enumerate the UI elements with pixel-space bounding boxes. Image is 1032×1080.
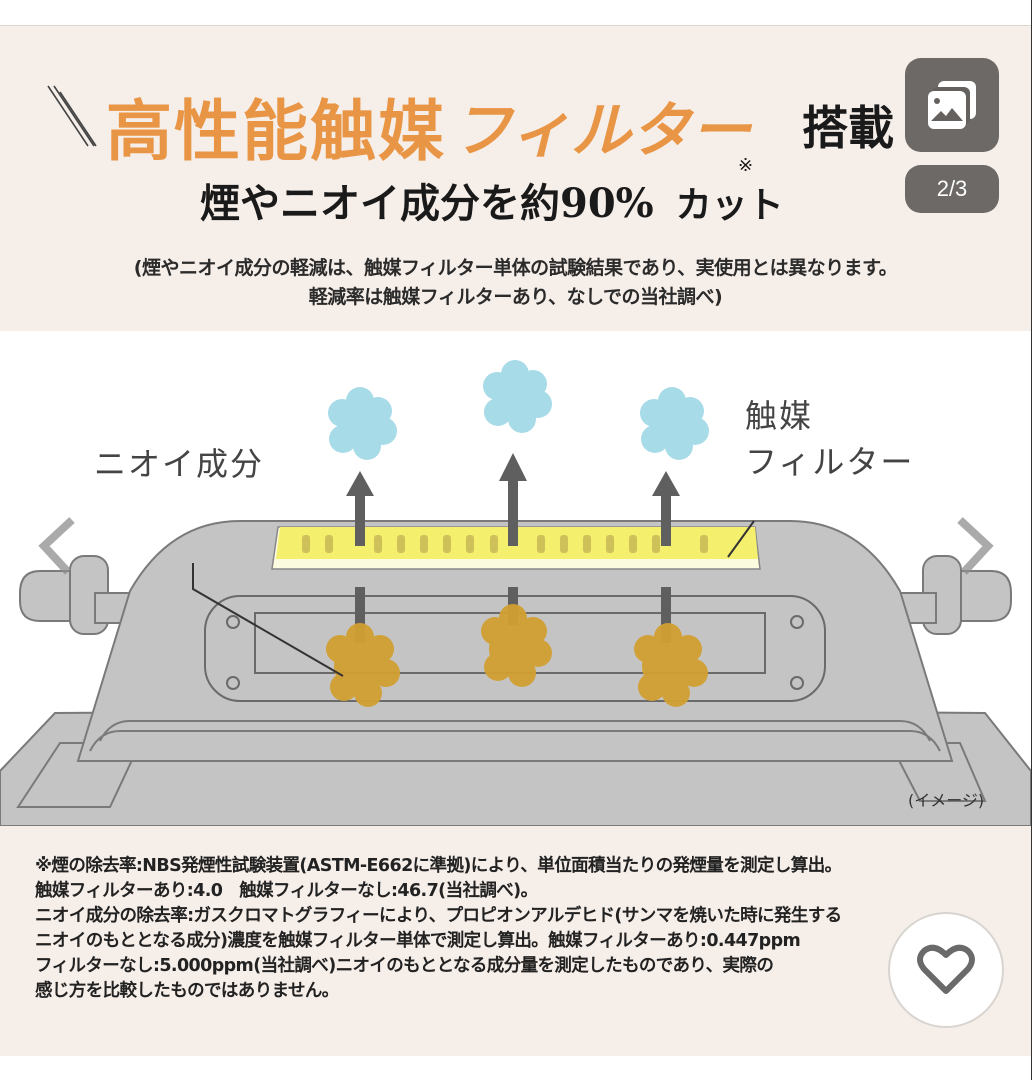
subheadline: 煙やニオイ成分を約90% ※ カット — [200, 155, 784, 229]
filter-label-line: フィルター — [745, 443, 915, 481]
filter-label-line: 触媒 — [745, 397, 814, 435]
subheadline-main: 煙やニオイ成分を約90% — [200, 180, 654, 227]
footnote-line: ※煙の除去率:NBS発煙性試験装置(ASTM-E662に準拠)により、単位面積当… — [35, 856, 842, 876]
image-counter: 2/3 — [905, 165, 999, 213]
subheadline-tail: カット — [675, 184, 784, 226]
previous-image-button[interactable] — [30, 510, 90, 590]
footnote-line: 触媒フィルターあり:4.0 触媒フィルターなし:46.7(当社調べ)。 — [35, 881, 538, 901]
odor-label: ニオイ成分 — [94, 445, 265, 483]
grill-illustration — [0, 360, 1031, 826]
gallery-button[interactable] — [905, 58, 999, 152]
disclaimer-line: (煙やニオイ成分の軽減は、触媒フィルター単体の試験結果であり、実使用とは異なりま… — [133, 257, 898, 279]
headline-suffix: 搭載 — [802, 101, 894, 155]
slide-header: 高性能触媒 フィルター 搭載 煙やニオイ成分を約90% ※ カット (煙やニオイ… — [0, 26, 1031, 331]
clean-air-cloud — [328, 387, 397, 460]
footnote-line: ニオイのもととなる成分)濃度を触媒フィルター単体で測定し算出。触媒フィルターあり… — [35, 931, 801, 951]
filter-label: 触媒 フィルター — [745, 393, 914, 485]
like-button[interactable] — [888, 912, 1004, 1028]
accent-slashes-icon — [47, 85, 97, 147]
grill-diagram: ニオイ成分 触媒 フィルター (イメージ) — [0, 331, 1031, 826]
disclaimer: (煙やニオイ成分の軽減は、触媒フィルター単体の試験結果であり、実使用とは異なりま… — [0, 254, 1031, 312]
footnote-line: ニオイ成分の除去率:ガスクロマトグラフィーにより、プロピオンアルデヒド(サンマを… — [35, 906, 842, 926]
footnote-line: フィルターなし:5.000ppm(当社調べ)ニオイのもととなる成分量を測定したも… — [35, 956, 774, 976]
top-strip — [0, 0, 1032, 26]
headline-katakana: フィルター — [452, 96, 751, 166]
product-image-slide[interactable]: 高性能触媒 フィルター 搭載 煙やニオイ成分を約90% ※ カット (煙やニオイ… — [0, 26, 1031, 1056]
chevron-right-icon — [957, 517, 994, 575]
headline-kanji: 高性能触媒 — [106, 92, 446, 170]
heart-outline-icon — [917, 944, 975, 994]
footnote: ※煙の除去率:NBS発煙性試験装置(ASTM-E662に準拠)により、単位面積当… — [35, 854, 1005, 1004]
footnote-line: 感じ方を比較したものではありません。 — [35, 981, 339, 1001]
next-image-button[interactable] — [942, 510, 1002, 590]
disclaimer-line: 軽減率は触媒フィルターあり、なしでの当社調べ) — [308, 286, 723, 308]
chevron-left-icon — [38, 517, 75, 575]
gallery-stack-icon — [928, 81, 976, 129]
note-mark: ※ — [738, 155, 754, 176]
image-note: (イメージ) — [908, 791, 985, 810]
